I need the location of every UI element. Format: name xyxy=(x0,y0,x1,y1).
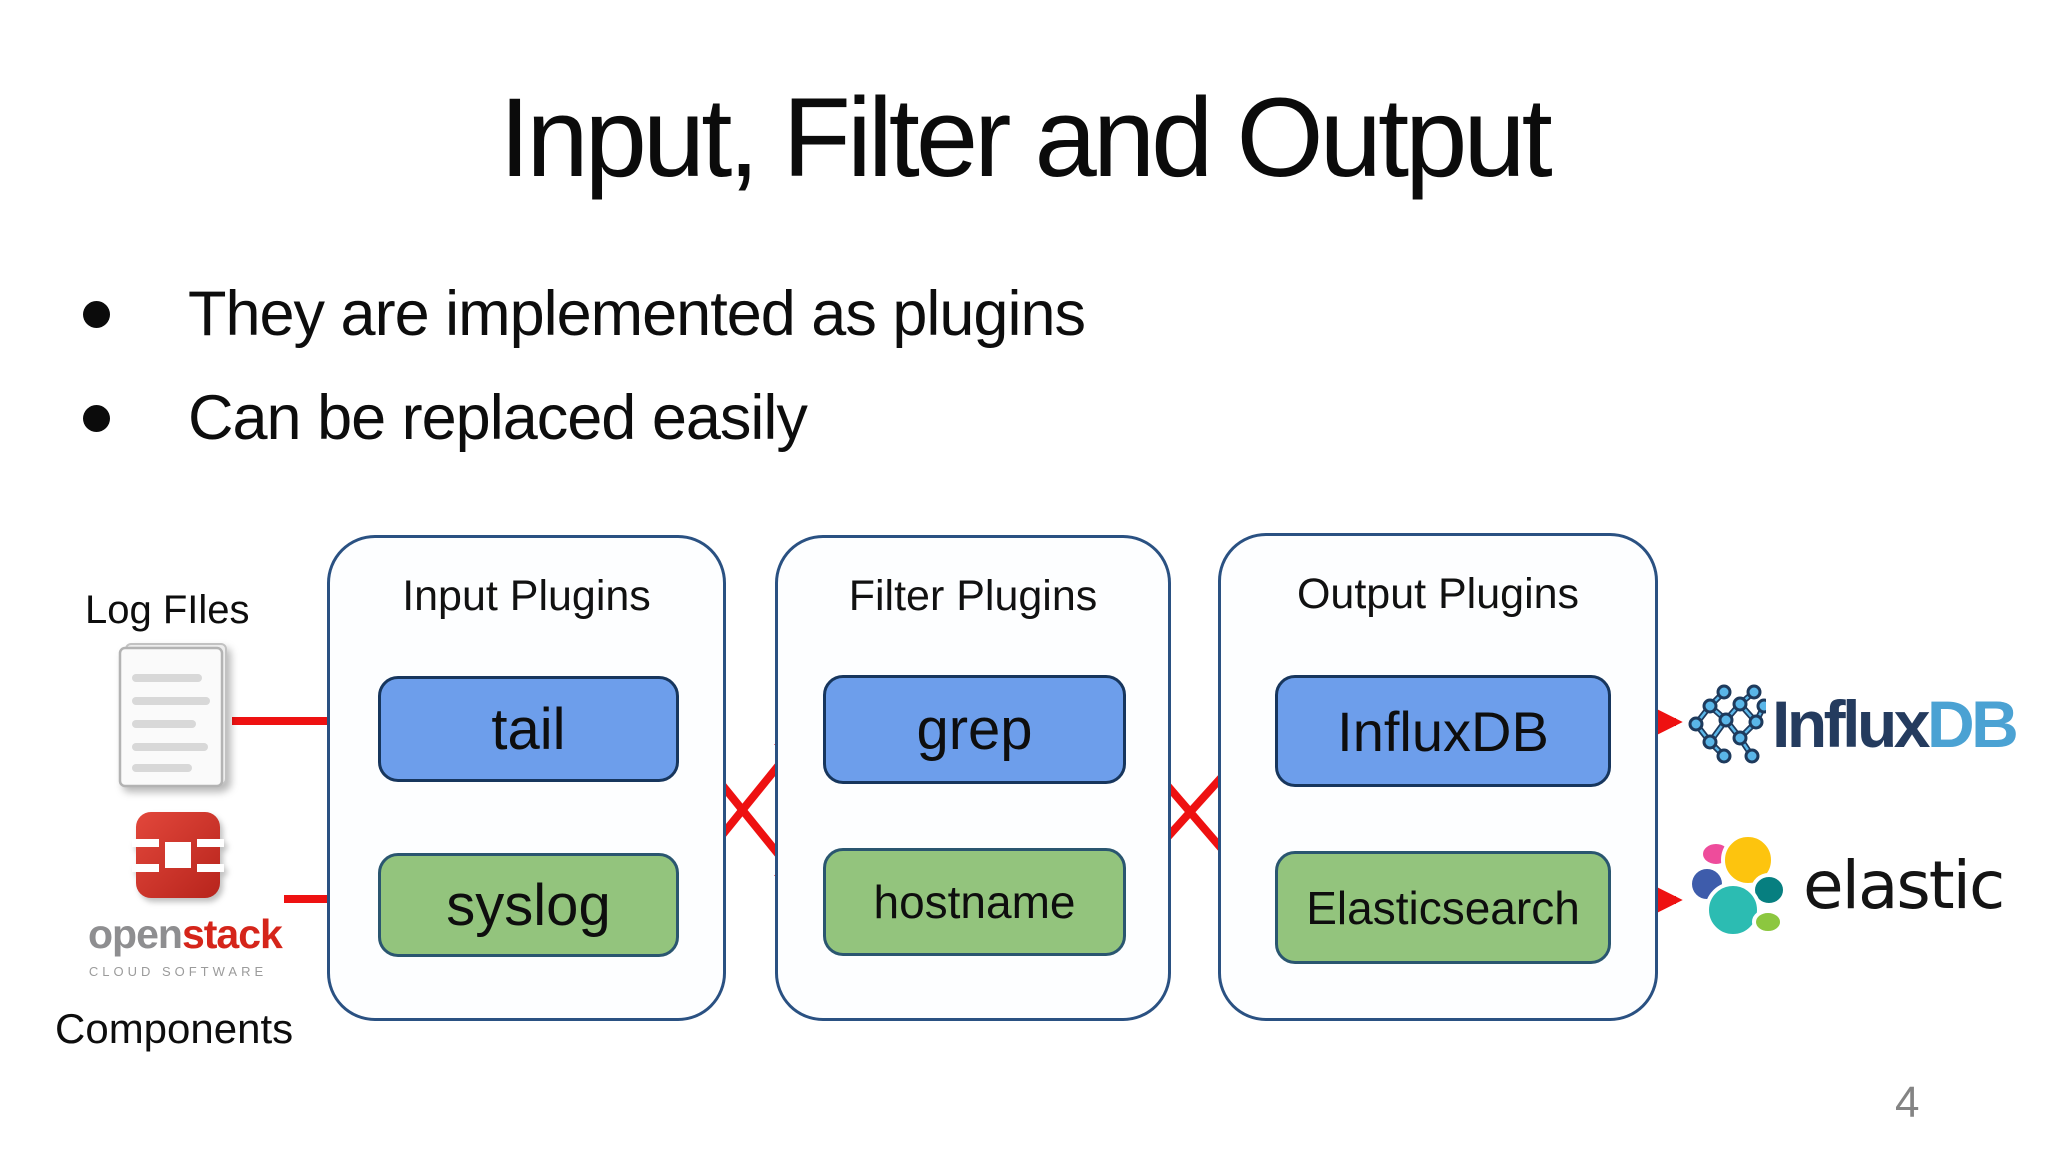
bullet-list: They are implemented as plugins Can be r… xyxy=(83,262,1086,470)
node-grep: grep xyxy=(823,675,1126,784)
output-plugins-group: Output Plugins InfluxDB Elasticsearch xyxy=(1218,533,1658,1021)
node-tail: tail xyxy=(378,676,679,782)
elastic-cluster-icon xyxy=(1690,833,1785,938)
node-influxdb: InfluxDB xyxy=(1275,675,1611,787)
influxdb-wordmark: InfluxDB xyxy=(1772,687,2019,761)
elastic-wordmark: elastic xyxy=(1803,847,2005,924)
bullet-dot-icon xyxy=(83,404,110,432)
components-label: Components xyxy=(55,1005,294,1052)
group-title: Output Plugins xyxy=(1296,570,1580,618)
influxdb-network-icon xyxy=(1688,684,1766,764)
group-title: Input Plugins xyxy=(402,572,651,620)
bullet-text: Can be replaced easily xyxy=(188,383,808,453)
openstack-logo: openstack CLOUD SOFTWARE xyxy=(88,806,283,979)
openstack-cube-icon xyxy=(132,812,224,898)
node-elasticsearch: Elasticsearch xyxy=(1275,851,1611,964)
openstack-tagline: CLOUD SOFTWARE xyxy=(88,964,268,979)
influxdb-logo: InfluxDB xyxy=(1686,668,2019,780)
log-file-document-icon xyxy=(118,643,227,788)
elastic-logo: elastic xyxy=(1690,833,2005,938)
node-hostname: hostname xyxy=(823,848,1126,956)
bullet-dot-icon xyxy=(83,300,110,328)
node-syslog: syslog xyxy=(378,853,679,957)
group-title: Filter Plugins xyxy=(848,572,1098,620)
bullet-item: They are implemented as plugins xyxy=(83,262,1086,366)
filter-plugins-group: Filter Plugins grep hostname xyxy=(775,535,1171,1021)
slide-title: Input, Filter and Output xyxy=(499,75,1553,200)
log-files-label: Log FIles xyxy=(85,588,250,632)
bullet-text: They are implemented as plugins xyxy=(188,279,1086,349)
bullet-item: Can be replaced easily xyxy=(83,366,1085,470)
input-plugins-group: Input Plugins tail syslog xyxy=(327,535,726,1021)
openstack-wordmark: openstack xyxy=(88,911,283,957)
page-number: 4 xyxy=(1895,1078,1920,1127)
